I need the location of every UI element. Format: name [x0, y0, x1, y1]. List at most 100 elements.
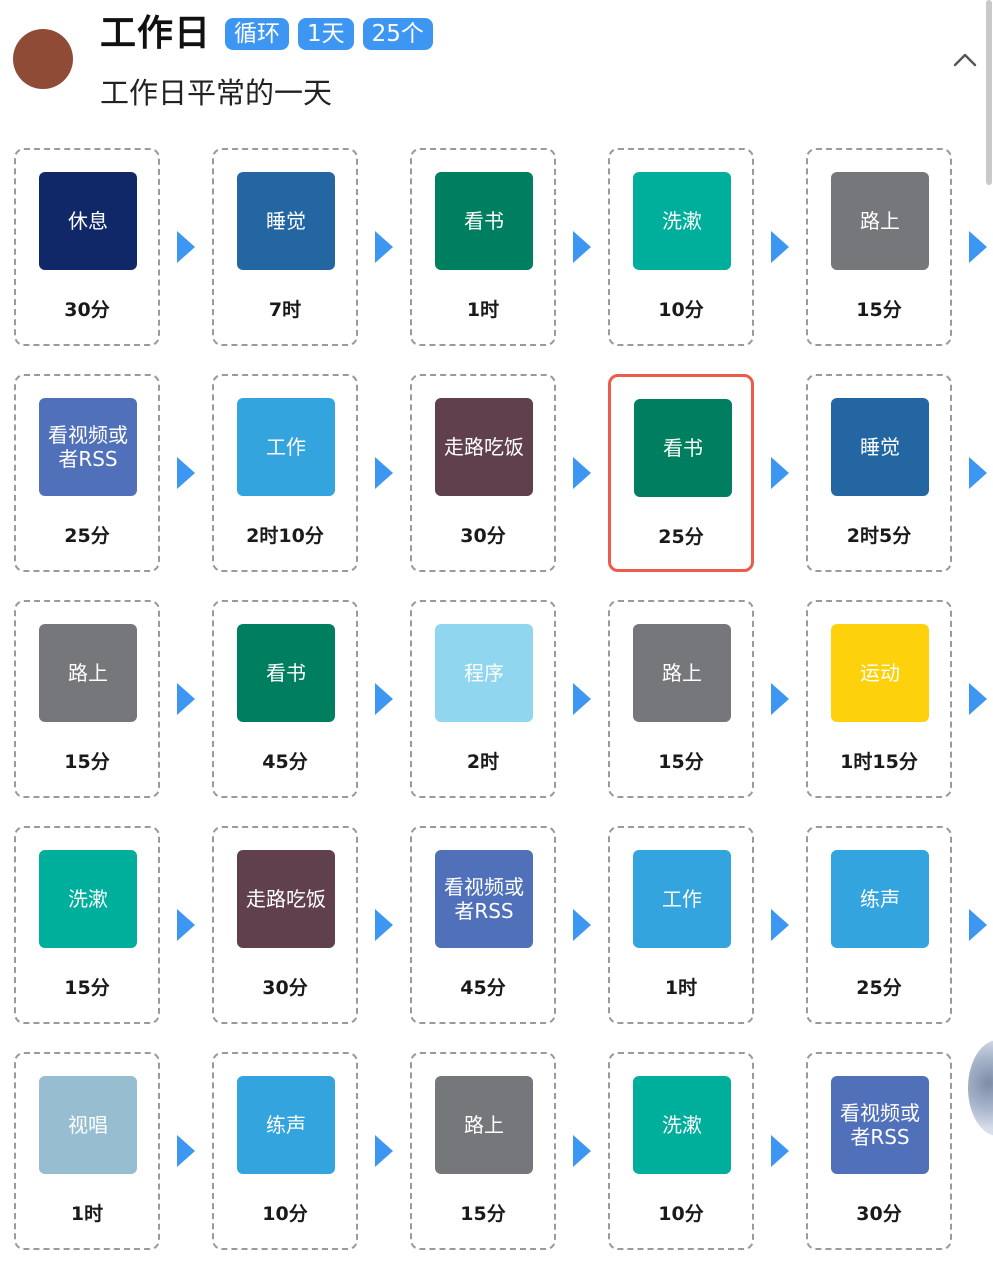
activity-tile[interactable]: 看视频或者RSS: [435, 850, 533, 948]
activity-tile[interactable]: 看书: [237, 624, 335, 722]
activity-card[interactable]: 睡觉 2时5分: [806, 374, 952, 572]
activity-tile[interactable]: 路上: [633, 624, 731, 722]
activity-duration: 30分: [64, 299, 110, 321]
activity-tile[interactable]: 工作: [237, 398, 335, 496]
activity-tile[interactable]: 路上: [435, 1076, 533, 1174]
activity-duration: 1时: [664, 977, 698, 999]
activity-card[interactable]: 练声 10分: [212, 1052, 358, 1250]
activity-tile[interactable]: 练声: [237, 1076, 335, 1174]
next-arrow-icon: [375, 683, 393, 715]
activity-duration: 30分: [262, 977, 308, 999]
activity-tile[interactable]: 看视频或者RSS: [831, 1076, 929, 1174]
activity-tile[interactable]: 程序: [435, 624, 533, 722]
activity-duration: 1时15分: [840, 751, 918, 773]
activity-duration: 7时: [268, 299, 302, 321]
activity-card[interactable]: 看视频或者RSS 45分: [410, 826, 556, 1024]
next-arrow-icon: [573, 457, 591, 489]
activity-tile[interactable]: 看视频或者RSS: [39, 398, 137, 496]
activity-duration: 15分: [64, 977, 110, 999]
next-arrow-icon: [375, 1135, 393, 1167]
activity-tile[interactable]: 看书: [435, 172, 533, 270]
activity-tile[interactable]: 洗漱: [633, 172, 731, 270]
activity-duration: 15分: [856, 299, 902, 321]
activity-card[interactable]: 走路吃饭 30分: [212, 826, 358, 1024]
activity-tile[interactable]: 睡觉: [237, 172, 335, 270]
activity-duration: 25分: [64, 525, 110, 547]
activity-duration: 30分: [460, 525, 506, 547]
activity-card[interactable]: 看视频或者RSS 30分: [806, 1052, 952, 1250]
next-arrow-icon: [969, 909, 987, 941]
activity-card[interactable]: 练声 25分: [806, 826, 952, 1024]
next-arrow-icon: [177, 683, 195, 715]
activity-duration: 2时10分: [246, 525, 324, 547]
activity-card[interactable]: 看书 1时: [410, 148, 556, 346]
activity-duration: 25分: [658, 526, 704, 548]
activity-card[interactable]: 看书 25分: [608, 374, 754, 572]
activity-card[interactable]: 洗漱 10分: [608, 148, 754, 346]
collapse-button[interactable]: [953, 49, 977, 71]
header: 工作日 循环 1天 25个: [100, 10, 433, 58]
next-arrow-icon: [177, 457, 195, 489]
next-arrow-icon: [177, 909, 195, 941]
scrollbar[interactable]: [986, 0, 992, 185]
tag-period: 1天: [298, 18, 354, 50]
activity-tile[interactable]: 洗漱: [633, 1076, 731, 1174]
activity-duration: 30分: [856, 1203, 902, 1225]
activity-card[interactable]: 走路吃饭 30分: [410, 374, 556, 572]
activity-duration: 15分: [658, 751, 704, 773]
activity-card[interactable]: 路上 15分: [806, 148, 952, 346]
activity-tile[interactable]: 洗漱: [39, 850, 137, 948]
chevron-up-icon: [953, 53, 977, 67]
activity-card[interactable]: 工作 1时: [608, 826, 754, 1024]
activity-tile[interactable]: 路上: [831, 172, 929, 270]
activity-duration: 10分: [658, 299, 704, 321]
activity-card[interactable]: 路上 15分: [410, 1052, 556, 1250]
next-arrow-icon: [177, 231, 195, 263]
activity-tile[interactable]: 看书: [634, 399, 732, 497]
activity-tile[interactable]: 休息: [39, 172, 137, 270]
next-arrow-icon: [573, 231, 591, 263]
activity-tile[interactable]: 练声: [831, 850, 929, 948]
activity-duration: 15分: [64, 751, 110, 773]
activity-card[interactable]: 洗漱 15分: [14, 826, 160, 1024]
activity-tile[interactable]: 工作: [633, 850, 731, 948]
activity-tile[interactable]: 视唱: [39, 1076, 137, 1174]
activity-card[interactable]: 路上 15分: [14, 600, 160, 798]
next-arrow-icon: [573, 683, 591, 715]
avatar: [13, 29, 73, 89]
next-arrow-icon: [375, 909, 393, 941]
activity-duration: 1时: [466, 299, 500, 321]
activity-tile[interactable]: 走路吃饭: [237, 850, 335, 948]
activity-tile[interactable]: 路上: [39, 624, 137, 722]
activity-tile[interactable]: 运动: [831, 624, 929, 722]
activity-duration: 45分: [460, 977, 506, 999]
next-arrow-icon: [177, 1135, 195, 1167]
activity-card[interactable]: 路上 15分: [608, 600, 754, 798]
activity-duration: 2时5分: [846, 525, 912, 547]
next-arrow-icon: [573, 909, 591, 941]
activity-card[interactable]: 运动 1时15分: [806, 600, 952, 798]
next-arrow-icon: [969, 457, 987, 489]
activity-duration: 15分: [460, 1203, 506, 1225]
next-arrow-icon: [375, 231, 393, 263]
activity-duration: 25分: [856, 977, 902, 999]
activity-card[interactable]: 看书 45分: [212, 600, 358, 798]
next-arrow-icon: [771, 457, 789, 489]
page-subtitle: 工作日平常的一天: [100, 76, 333, 110]
next-arrow-icon: [771, 1135, 789, 1167]
activity-tile[interactable]: 走路吃饭: [435, 398, 533, 496]
floating-avatar-button[interactable]: [968, 1040, 993, 1136]
activity-duration: 2时: [466, 751, 500, 773]
activity-duration: 45分: [262, 751, 308, 773]
activity-card[interactable]: 工作 2时10分: [212, 374, 358, 572]
next-arrow-icon: [771, 231, 789, 263]
activity-tile[interactable]: 睡觉: [831, 398, 929, 496]
activity-duration: 10分: [262, 1203, 308, 1225]
activity-card[interactable]: 休息 30分: [14, 148, 160, 346]
activity-card[interactable]: 程序 2时: [410, 600, 556, 798]
activity-card[interactable]: 看视频或者RSS 25分: [14, 374, 160, 572]
activity-card[interactable]: 睡觉 7时: [212, 148, 358, 346]
tag-repeat: 循环: [225, 18, 290, 50]
